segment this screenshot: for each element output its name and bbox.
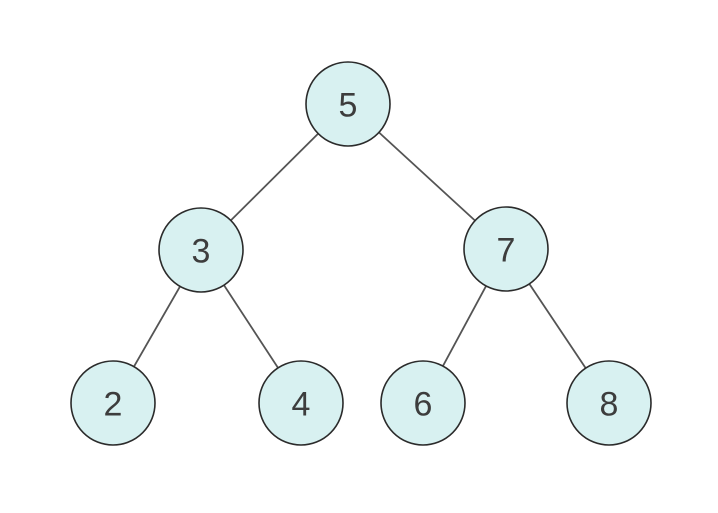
- tree-node-label-6: 6: [414, 385, 433, 423]
- tree-node-label-7: 7: [497, 231, 516, 269]
- tree-node-label-4: 4: [292, 385, 311, 423]
- tree-node-6: [380, 360, 466, 446]
- tree-node-label-3: 3: [192, 232, 211, 270]
- tree-node-label-8: 8: [600, 385, 619, 423]
- tree-node-label-2: 2: [104, 385, 123, 423]
- tree-node-5: [305, 61, 391, 147]
- tree-node-7: [463, 206, 549, 292]
- tree-node-2: [70, 360, 156, 446]
- tree-node-4: [258, 360, 344, 446]
- tree-node-3: [158, 207, 244, 293]
- tree-node-8: [566, 360, 652, 446]
- tree-node-label-5: 5: [339, 86, 358, 124]
